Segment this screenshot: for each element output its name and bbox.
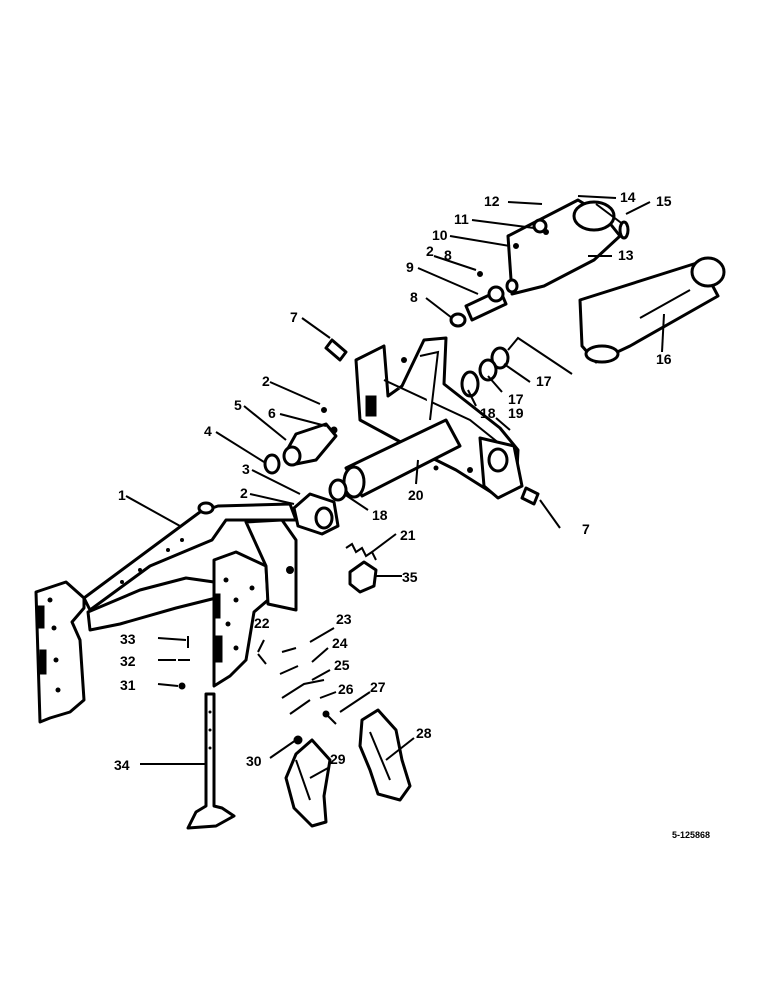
callout-30: 30: [246, 753, 262, 769]
callout-7: 7: [290, 309, 298, 325]
callout-19: 19: [508, 405, 524, 421]
part-15-pin: [595, 203, 630, 240]
part-16-shaft: [578, 256, 726, 364]
pins-31-33: [178, 636, 190, 690]
part-19-housing-frame: [354, 336, 524, 500]
callout-31: 31: [120, 677, 136, 693]
callout-32: 32: [120, 653, 136, 669]
callout-10: 10: [432, 227, 448, 243]
callout-15: 15: [656, 193, 672, 209]
part-34-shank: [186, 692, 236, 830]
callout-6: 6: [268, 405, 276, 421]
callout-22: 22: [254, 615, 270, 631]
callout-4: 4: [204, 423, 212, 439]
callout-2: 2: [426, 243, 434, 259]
callout-9: 9: [406, 259, 414, 275]
callout-12: 12: [484, 193, 500, 209]
callout-16: 16: [656, 351, 672, 367]
callout-20: 20: [408, 487, 424, 503]
bushings-8-9: [449, 218, 548, 328]
part-28-shovel: [358, 708, 412, 802]
callout-23: 23: [336, 611, 352, 627]
callout-5: 5: [234, 397, 242, 413]
callout-labels: 1 2 2 2 3 4 5 6 7 7 8 8 9 10 11 12 13 14…: [114, 189, 672, 773]
callout-17: 17: [508, 391, 524, 407]
callout-13: 13: [618, 247, 634, 263]
callout-21: 21: [400, 527, 416, 543]
hardware-22-27: [257, 647, 337, 725]
callout-8: 8: [444, 247, 452, 263]
callout-18: 18: [372, 507, 388, 523]
callout-26: 26: [338, 681, 354, 697]
callout-8: 8: [410, 289, 418, 305]
part-1-frame: [34, 501, 298, 724]
callout-11: 11: [454, 211, 469, 227]
callout-18: 18: [480, 405, 496, 421]
part-7-bolts: [324, 338, 540, 506]
callout-27: 27: [370, 679, 386, 695]
callout-2: 2: [262, 373, 270, 389]
callout-24: 24: [332, 635, 348, 651]
callout-1: 1: [118, 487, 126, 503]
callout-7: 7: [582, 521, 590, 537]
callout-33: 33: [120, 631, 136, 647]
figure-reference-code: 5-125868: [672, 830, 710, 840]
callout-29: 29: [330, 751, 346, 767]
yoke-assembly-3-6: [263, 407, 340, 536]
callout-34: 34: [114, 757, 130, 773]
callout-3: 3: [242, 461, 250, 477]
rings-17-18: [328, 346, 510, 502]
callout-25: 25: [334, 657, 350, 673]
leader-lines: [125, 195, 665, 779]
callout-35: 35: [402, 569, 418, 585]
callout-14: 14: [620, 189, 636, 205]
callout-28: 28: [416, 725, 432, 741]
part-29-shovel: [284, 735, 332, 828]
callout-2: 2: [240, 485, 248, 501]
callout-17: 17: [536, 373, 552, 389]
part-13-upper-shaft: [506, 198, 622, 296]
